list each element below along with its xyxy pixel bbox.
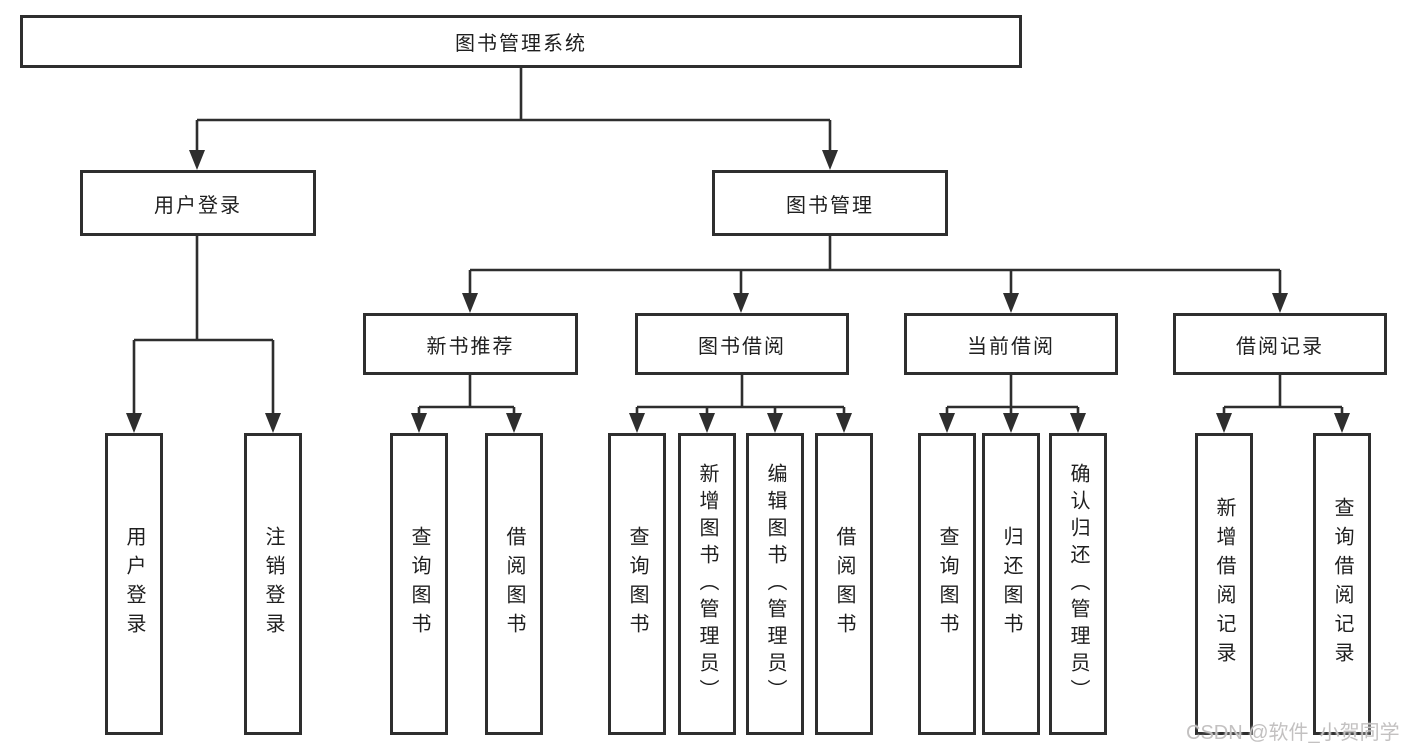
leaf-borrow-books-1: 借阅图书: [485, 433, 543, 735]
leaf-query-borrow-record: 查询借阅记录: [1313, 433, 1371, 735]
leaf-query-books-1: 查询图书: [390, 433, 448, 735]
node-current-borrow: 当前借阅: [904, 313, 1118, 375]
node-book-management: 图书管理: [712, 170, 948, 236]
leaf-borrow-books-2: 借阅图书: [815, 433, 873, 735]
node-borrow-records: 借阅记录: [1173, 313, 1387, 375]
leaf-add-borrow-record: 新增借阅记录: [1195, 433, 1253, 735]
csdn-watermark: CSDN @软件_小贺同学: [1186, 722, 1400, 744]
leaf-logout: 注销登录: [244, 433, 302, 735]
leaf-confirm-return-admin: 确认归还（管理员）: [1049, 433, 1107, 735]
node-new-book-recommend: 新书推荐: [363, 313, 578, 375]
node-root: 图书管理系统: [20, 15, 1022, 68]
leaf-add-books-admin: 新增图书（管理员）: [678, 433, 736, 735]
leaf-query-books-3: 查询图书: [918, 433, 976, 735]
leaf-return-books: 归还图书: [982, 433, 1040, 735]
node-book-borrow: 图书借阅: [635, 313, 849, 375]
leaf-edit-books-admin: 编辑图书（管理员）: [746, 433, 804, 735]
leaf-query-books-2: 查询图书: [608, 433, 666, 735]
node-user-login: 用户登录: [80, 170, 316, 236]
leaf-user-login: 用户登录: [105, 433, 163, 735]
